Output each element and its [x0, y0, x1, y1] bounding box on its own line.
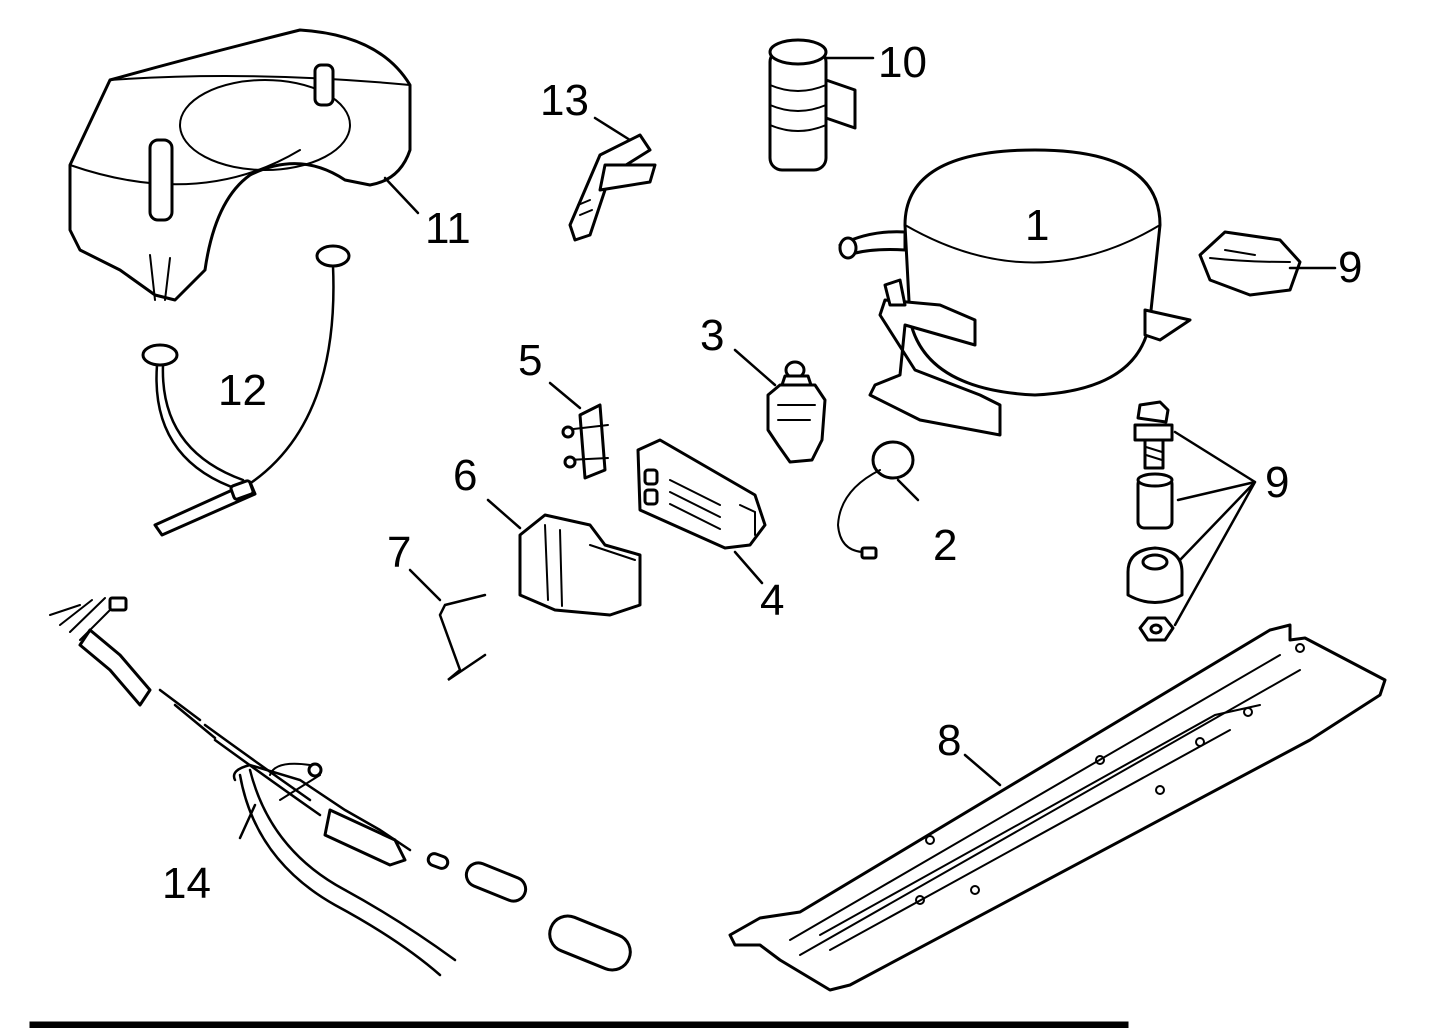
label-part-8: 8: [937, 716, 961, 765]
label-part-11: 11: [425, 204, 471, 253]
label-part-6: 6: [453, 451, 477, 500]
part-12-sensor-wire: [141, 244, 351, 537]
part-9-grommet: [1198, 230, 1302, 297]
part-7-wire-clip: [438, 593, 487, 682]
label-part-7: 7: [387, 528, 411, 577]
part-3-relay: [766, 360, 827, 464]
label-part-12: 12: [218, 366, 267, 415]
label-part-5: 5: [518, 336, 542, 385]
part-5-bracket: [561, 403, 609, 480]
part-9-mounting-hardware: [1126, 400, 1184, 642]
label-part-14: 14: [162, 859, 211, 908]
leader-lines: [238, 56, 1337, 840]
part-1-compressor: [838, 148, 1192, 437]
label-part-9-top: 9: [1338, 243, 1362, 292]
part-8-base-plate: [728, 623, 1387, 992]
part-4-terminal-cover: [636, 438, 767, 550]
part-10-capacitor: [768, 38, 857, 172]
label-part-4: 4: [760, 576, 784, 625]
label-part-13: 13: [540, 76, 589, 125]
label-part-2: 2: [933, 521, 957, 570]
part-14-power-cord: [49, 596, 632, 977]
label-part-1: 1: [1025, 201, 1049, 250]
part-2-protector: [836, 440, 915, 560]
part-11-drip-tray: [68, 28, 412, 302]
label-part-10: 10: [878, 38, 927, 87]
label-part-3: 3: [700, 311, 724, 360]
label-part-9-bottom: 9: [1265, 458, 1289, 507]
part-13-clip: [568, 133, 657, 242]
bottom-rule: [29, 1021, 1129, 1028]
part-6-relay-housing: [518, 513, 642, 617]
part-labels: 1 2 3 4 5 6 7 8 9 9 10 11 12 13 14: [162, 38, 1362, 908]
